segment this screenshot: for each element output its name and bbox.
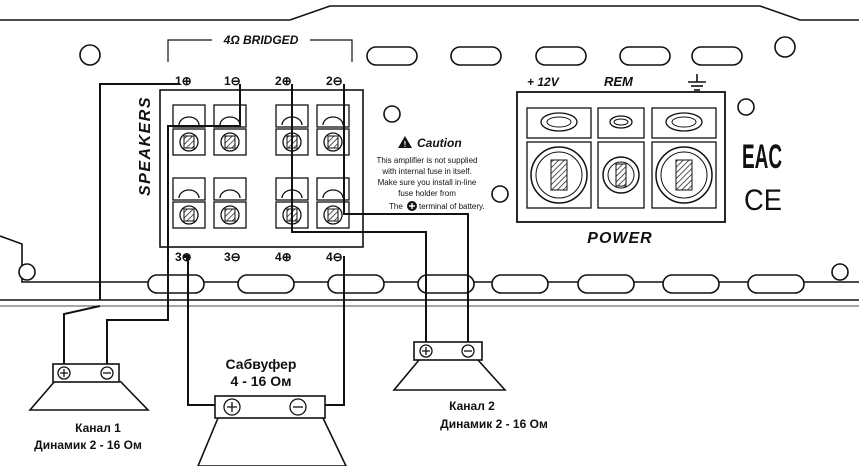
subwoofer-impedance: 4 - 16 Ом xyxy=(231,373,292,389)
amplifier-body-outline xyxy=(0,5,859,21)
wires xyxy=(63,83,469,406)
caution-line: with internal fuse in itself. xyxy=(381,167,471,176)
caution-line: fuse holder from xyxy=(398,189,456,198)
speaker-terminal xyxy=(172,104,206,156)
wire-channel2-pos xyxy=(291,84,427,344)
power-terminal xyxy=(651,107,717,209)
mounting-hole xyxy=(383,105,401,123)
ground-icon xyxy=(688,74,706,91)
channel2-impedance: Динамик 2 - 16 Ом xyxy=(440,417,548,431)
terminal-label-3-neg: 3⊖ xyxy=(224,250,241,264)
speakers-label: SPEAKERS xyxy=(137,96,154,196)
terminal-label-4-neg: 4⊖ xyxy=(326,250,343,264)
wire-subwoofer-pos xyxy=(183,255,222,406)
speaker-cone xyxy=(392,359,507,391)
channel1-impedance: Динамик 2 - 16 Ом xyxy=(34,438,142,452)
wire-channel1-neg xyxy=(106,84,241,365)
terminal-label-4-pos: 4⊕ xyxy=(275,250,292,264)
terminal-label-1-pos: 1⊕ xyxy=(175,74,192,88)
wire-channel1-pos xyxy=(99,83,180,300)
mounting-hole xyxy=(737,98,755,116)
bridged-label: 4Ω BRIDGED xyxy=(223,33,299,47)
channel2-label: Канал 2 xyxy=(449,399,495,413)
top-vent-slots xyxy=(366,46,743,66)
caution-line: This amplifier is not supplied xyxy=(377,156,478,165)
power-terminal xyxy=(526,107,592,209)
speaker-terminal xyxy=(316,177,350,229)
power-12v-label: + 12V xyxy=(527,75,560,89)
wire-channel2-neg xyxy=(343,84,469,344)
speaker-cone xyxy=(28,380,150,411)
terminal-label-1-neg: 1⊖ xyxy=(224,74,241,88)
channel1-label: Канал 1 xyxy=(75,421,121,435)
ce-mark: CE xyxy=(744,184,782,217)
terminal-label-2-pos: 2⊕ xyxy=(275,74,292,88)
mounting-hole xyxy=(18,263,36,281)
terminal-label-2-neg: 2⊖ xyxy=(326,74,343,88)
caution-line: terminal of battery. xyxy=(419,202,485,211)
bottom-vent-slots xyxy=(147,274,805,294)
speaker-terminal xyxy=(213,104,247,156)
power-rem-label: REM xyxy=(604,74,634,89)
power-terminals xyxy=(526,107,717,209)
speaker-channel2 xyxy=(392,341,507,391)
caution-title: Caution xyxy=(417,136,462,150)
speaker-subwoofer xyxy=(196,395,348,467)
power-title: POWER xyxy=(587,230,652,247)
caution-line: Make sure you install in-line xyxy=(378,178,477,187)
speaker-channel1 xyxy=(28,363,150,411)
plus-circle-icon-mark xyxy=(409,203,415,209)
caution-line-prefix: The xyxy=(389,202,403,211)
mounting-hole xyxy=(79,44,101,66)
mounting-hole xyxy=(491,185,509,203)
speaker-terminal xyxy=(172,177,206,229)
mounting-hole xyxy=(831,263,849,281)
subwoofer-label: Сабвуфер xyxy=(226,356,297,372)
warning-icon xyxy=(398,136,412,148)
warning-icon-mark: ! xyxy=(404,140,407,149)
eac-mark: EAC xyxy=(742,138,782,176)
speaker-cone xyxy=(196,417,348,467)
wire-channel1-pos xyxy=(63,305,101,365)
power-terminal xyxy=(597,107,645,209)
mounting-hole xyxy=(774,36,796,58)
speaker-terminal xyxy=(213,177,247,229)
bridged-label-bg xyxy=(212,33,310,47)
